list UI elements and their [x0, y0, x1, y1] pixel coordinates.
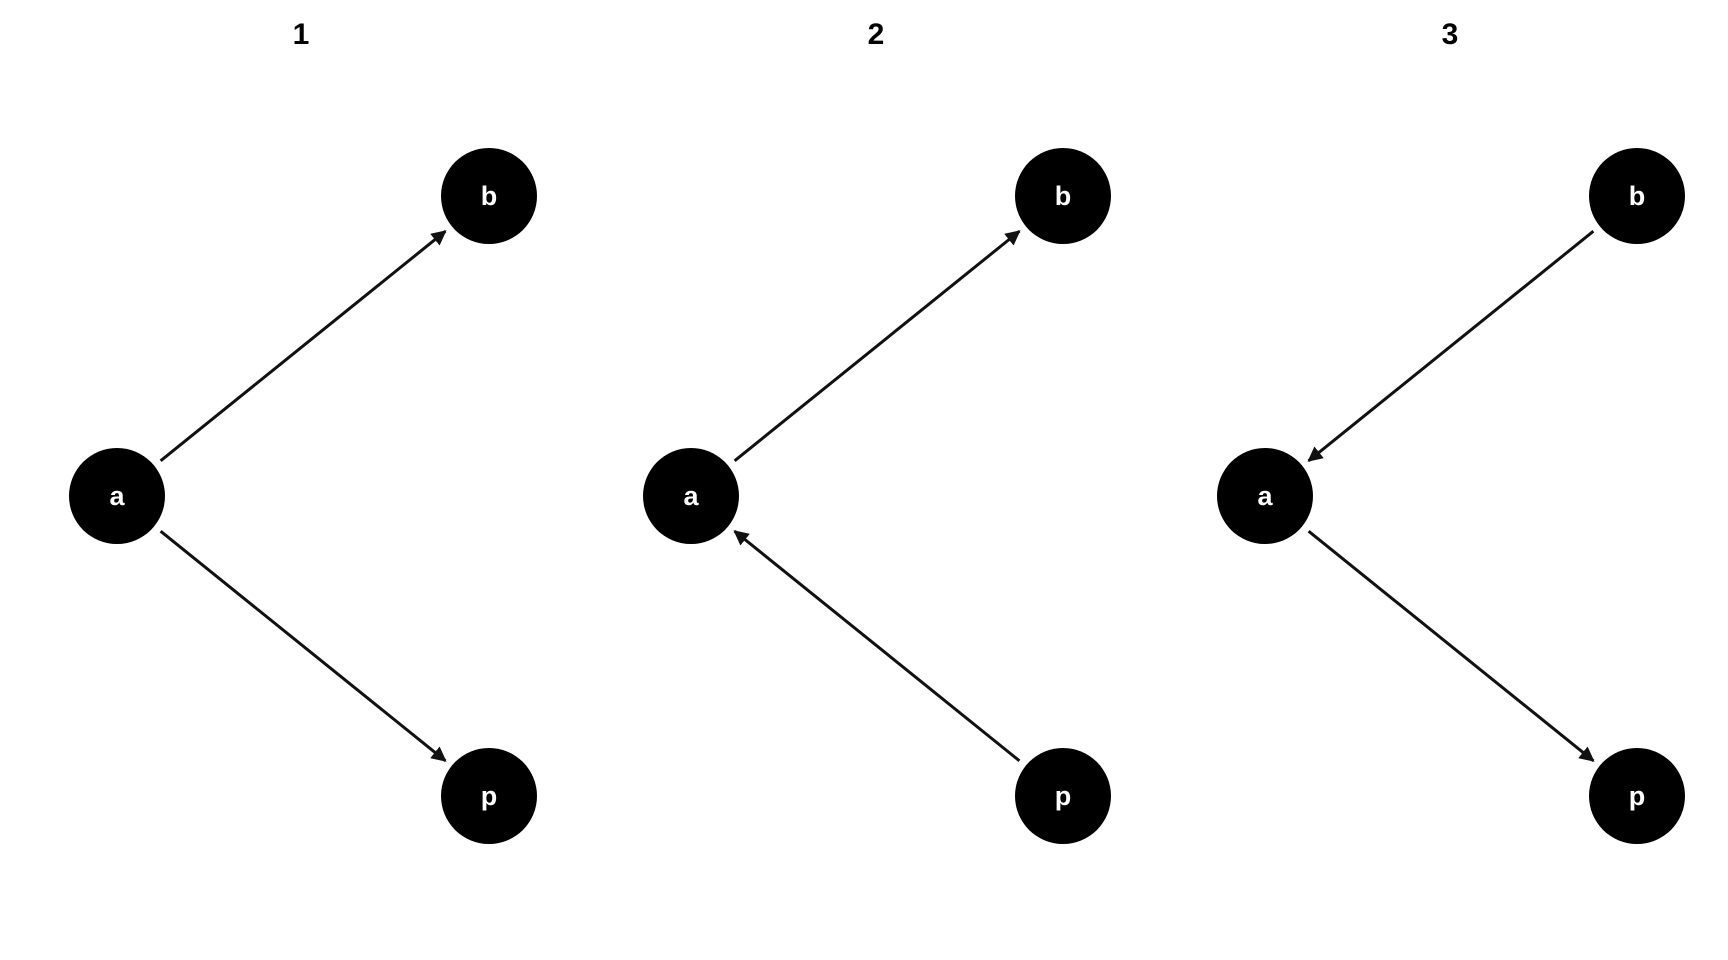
edge-a-to-b [159, 230, 447, 462]
node-b: b [1589, 148, 1685, 244]
node-label: p [1629, 781, 1646, 811]
node-label: b [481, 181, 498, 211]
edge-b-to-a [1307, 230, 1595, 462]
edge-a-to-p [1307, 530, 1595, 762]
node-a: a [643, 448, 739, 544]
node-label: p [481, 781, 498, 811]
node-label: a [109, 481, 125, 511]
panel-2: 2 a b p [643, 18, 1111, 844]
edge-a-to-b [733, 230, 1021, 462]
node-a: a [69, 448, 165, 544]
node-a: a [1217, 448, 1313, 544]
panel-title: 3 [1442, 18, 1459, 51]
panel-title: 2 [868, 18, 885, 51]
node-b: b [1015, 148, 1111, 244]
node-label: a [683, 481, 699, 511]
node-p: p [441, 748, 537, 844]
node-p: p [1589, 748, 1685, 844]
node-label: b [1629, 181, 1646, 211]
edge-a-to-p [159, 530, 447, 762]
panel-1: 1 a b p [69, 18, 537, 844]
node-p: p [1015, 748, 1111, 844]
panel-title: 1 [293, 18, 310, 51]
node-b: b [441, 148, 537, 244]
node-label: b [1055, 181, 1072, 211]
panel-3: 3 a b p [1217, 18, 1685, 844]
edge-p-to-a [733, 530, 1021, 762]
node-label: p [1055, 781, 1072, 811]
node-label: a [1257, 481, 1273, 511]
